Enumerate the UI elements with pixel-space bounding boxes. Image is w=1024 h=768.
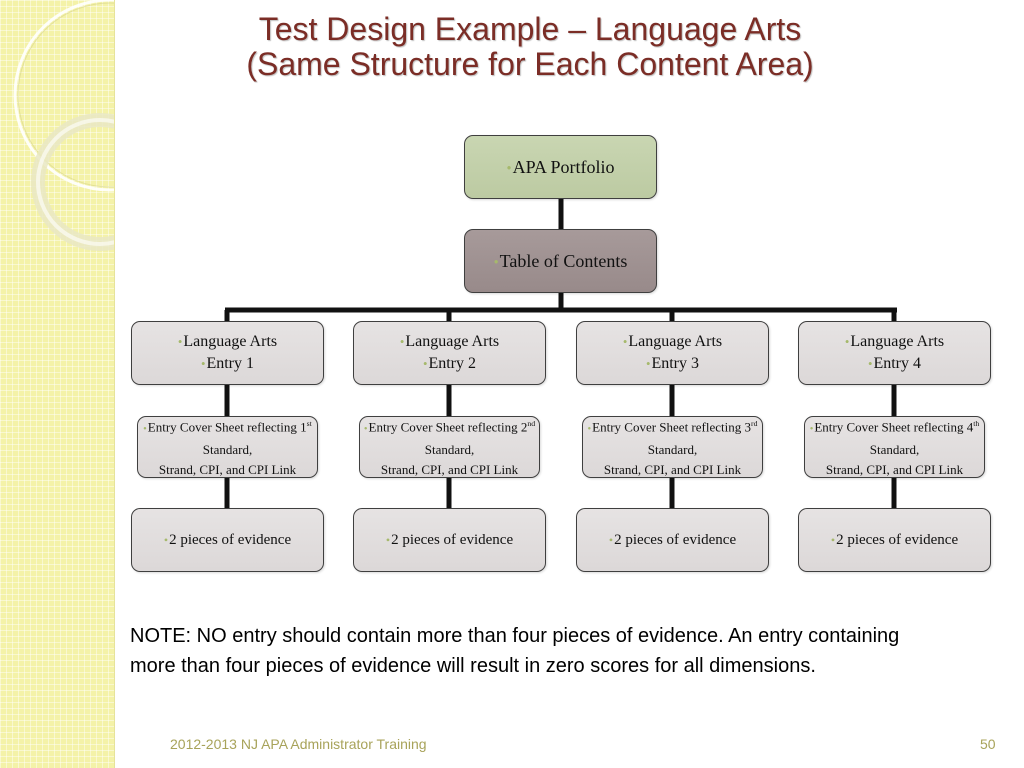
table-of-contents-label: Table of Contents <box>499 250 628 271</box>
cover-sheet-box-2: •Entry Cover Sheet reflecting 2nd Standa… <box>359 416 540 478</box>
entry-area-label: Language Arts <box>628 333 723 350</box>
evidence-label: 2 pieces of evidence <box>169 531 292 548</box>
ordinal-suffix: st <box>306 419 312 429</box>
cover-sheet-text-cont: Standard, <box>647 441 698 457</box>
cover-sheet-text: Entry Cover Sheet reflecting 2 <box>368 419 528 435</box>
cover-sheet-text: Entry Cover Sheet reflecting 3 <box>592 419 751 435</box>
title-line-2: (Same Structure for Each Content Area) <box>246 46 814 82</box>
bullet-icon: • <box>645 357 651 371</box>
evidence-label: 2 pieces of evidence <box>391 531 514 548</box>
slide-number: 50 <box>980 736 996 752</box>
apa-portfolio-label: APA Portfolio <box>512 156 615 177</box>
bullet-icon: • <box>867 357 873 371</box>
bullet-icon: • <box>506 160 512 177</box>
entry-box-1: •Language Arts •Entry 1 <box>131 321 324 385</box>
bullet-icon: • <box>143 423 147 435</box>
entry-number-label: Entry 3 <box>651 355 699 372</box>
bullet-icon: • <box>385 532 391 547</box>
entry-area-label: Language Arts <box>183 333 278 350</box>
evidence-label: 2 pieces of evidence <box>614 531 737 548</box>
evidence-box-4: •2 pieces of evidence <box>798 508 991 572</box>
footer-text: 2012-2013 NJ APA Administrator Training <box>170 736 427 752</box>
cover-sheet-box-3: •Entry Cover Sheet reflecting 3rd Standa… <box>582 416 763 478</box>
cover-sheet-line-3: Strand, CPI, and CPI Link <box>158 461 297 477</box>
evidence-box-2: •2 pieces of evidence <box>353 508 546 572</box>
ordinal-suffix: th <box>973 419 980 429</box>
apa-portfolio-box: •APA Portfolio <box>464 135 657 199</box>
bullet-icon: • <box>830 532 836 547</box>
bullet-icon: • <box>200 357 206 371</box>
cover-sheet-line-3: Strand, CPI, and CPI Link <box>380 461 519 477</box>
bullet-icon: • <box>363 423 368 435</box>
evidence-box-1: •2 pieces of evidence <box>131 508 324 572</box>
entry-number-label: Entry 4 <box>873 355 921 372</box>
bullet-icon: • <box>587 423 592 435</box>
bullet-icon: • <box>809 423 814 435</box>
title-line-1: Test Design Example – Language Arts <box>258 11 802 47</box>
entry-number-label: Entry 1 <box>206 355 254 372</box>
cover-sheet-box-4: •Entry Cover Sheet reflecting 4th Standa… <box>804 416 985 478</box>
table-of-contents-box: •Table of Contents <box>464 229 657 293</box>
decorative-sidebar <box>0 0 115 768</box>
bullet-icon: • <box>493 254 499 271</box>
entry-area-label: Language Arts <box>405 333 500 350</box>
entry-box-2: •Language Arts •Entry 2 <box>353 321 546 385</box>
bullet-icon: • <box>422 357 428 371</box>
bullet-icon: • <box>608 532 614 547</box>
slide-title: Test Design Example – Language Arts (Sam… <box>130 12 930 82</box>
cover-sheet-text-cont: Standard, <box>424 441 475 457</box>
cover-sheet-text-cont: Standard, <box>202 441 253 457</box>
decorative-circles <box>13 0 114 251</box>
bullet-icon: • <box>399 335 405 349</box>
cover-sheet-text: Entry Cover Sheet reflecting 4 <box>814 419 974 435</box>
bullet-icon: • <box>622 335 628 349</box>
cover-sheet-line-3: Strand, CPI, and CPI Link <box>603 461 742 477</box>
bullet-icon: • <box>844 335 850 349</box>
entry-area-label: Language Arts <box>850 333 945 350</box>
evidence-label: 2 pieces of evidence <box>836 531 959 548</box>
evidence-box-3: •2 pieces of evidence <box>576 508 769 572</box>
bullet-icon: • <box>177 335 183 349</box>
cover-sheet-text: Entry Cover Sheet reflecting 1 <box>147 419 307 435</box>
entry-number-label: Entry 2 <box>428 355 476 372</box>
entry-box-4: •Language Arts •Entry 4 <box>798 321 991 385</box>
cover-sheet-text-cont: Standard, <box>869 441 920 457</box>
evidence-note: NOTE: NO entry should contain more than … <box>130 625 900 677</box>
bullet-icon: • <box>163 532 169 547</box>
cover-sheet-box-1: •Entry Cover Sheet reflecting 1st Standa… <box>137 416 318 478</box>
ordinal-suffix: nd <box>527 419 536 429</box>
entry-box-3: •Language Arts •Entry 3 <box>576 321 769 385</box>
cover-sheet-line-3: Strand, CPI, and CPI Link <box>825 461 964 477</box>
ordinal-suffix: rd <box>750 419 758 429</box>
